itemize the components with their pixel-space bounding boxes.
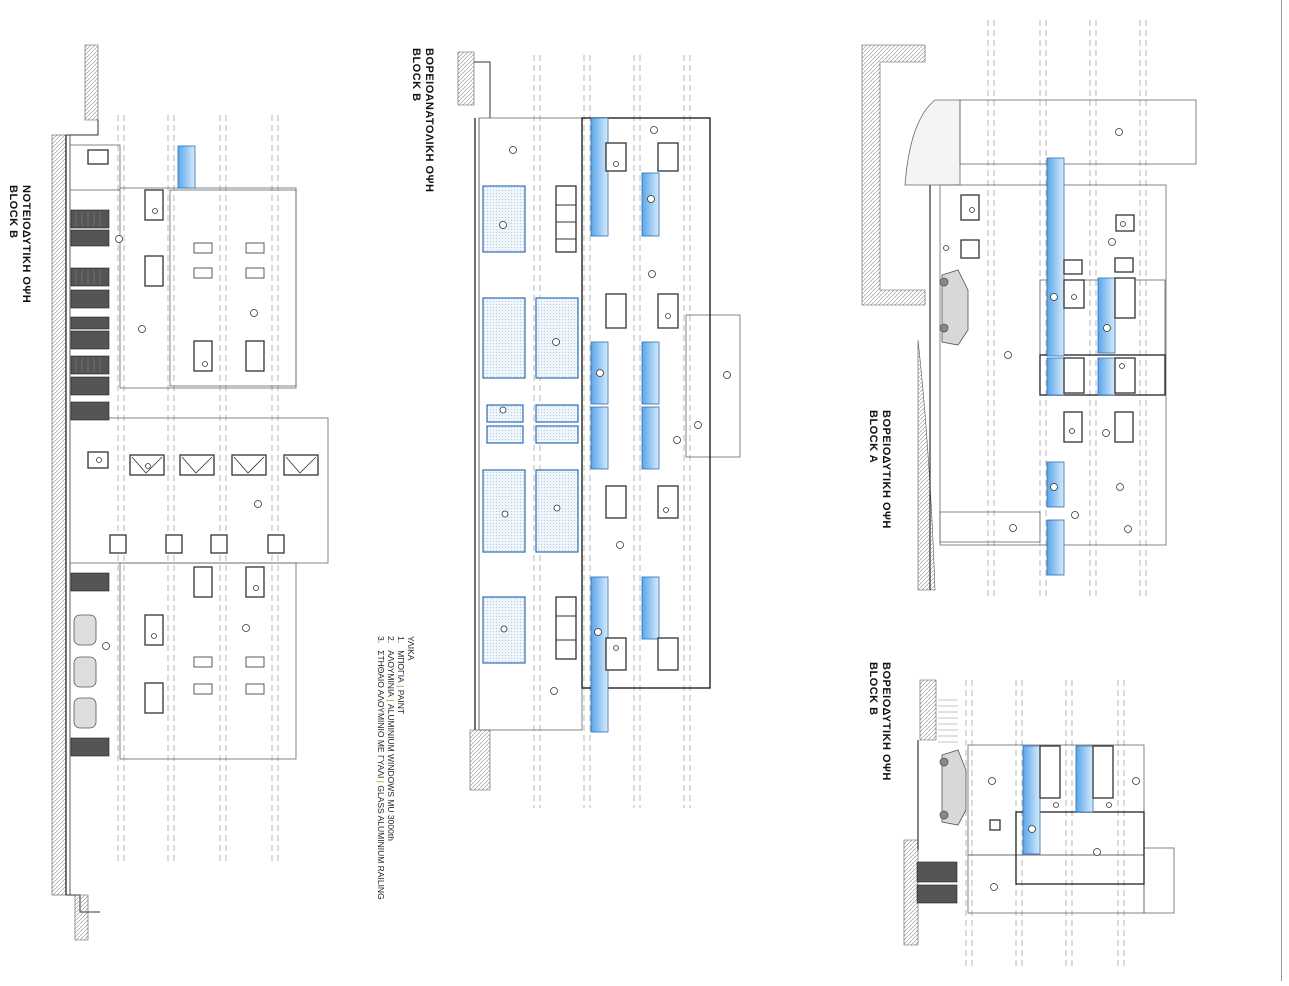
legend-item: 3. ΣΤΗΘΑΙΟ ΑΛΟΥΜΙΝΙΟ ΜΕ ΓΥΑΛΙ | GLASS AL…: [376, 636, 386, 900]
title-line-1: ΝΟΤΕΙΟΔΥΤΙΚΗ ΟΨΗ: [20, 185, 32, 304]
title-block-b-northwest: ΒΟΡΕΙΟΔΥΤΙΚΗ ΟΨΗ BLOCK B: [866, 662, 892, 781]
legend-item: 2. ΑΛΟΥΜΙΝΙΑ | ALUMINIUM WINDOWS MU 3000…: [386, 636, 396, 841]
legend-heading: ΥΛΙΚΑ: [406, 636, 416, 661]
title-line-1: ΒΟΡΕΙΟΑΝΑΤΟΛΙΚΗ ΟΨΗ: [423, 48, 435, 193]
materials-legend: ΥΛΙΚΑ 1. ΜΠΟΓΙΑ | PAINT 2. ΑΛΟΥΜΙΝΙΑ | A…: [376, 636, 416, 900]
title-line-2: BLOCK B: [867, 662, 879, 716]
sheet-border: [1281, 0, 1282, 981]
elevation-block-b-northwest: [903, 679, 1175, 968]
title-line-1: ΒΟΡΕΙΟΔΥΤΙΚΗ ΟΨΗ: [880, 662, 892, 781]
title-block-a-northwest: ΒΟΡΕΙΟΔΥΤΙΚΗ ΟΨΗ BLOCK A: [866, 410, 892, 529]
title-line-1: ΒΟΡΕΙΟΔΥΤΙΚΗ ΟΨΗ: [880, 410, 892, 529]
elevation-block-b-southwest: [51, 44, 329, 941]
title-line-2: BLOCK B: [410, 48, 422, 102]
elevation-block-a-northwest: [861, 20, 1197, 600]
title-block-b-southwest: ΝΟΤΕΙΟΔΥΤΙΚΗ ΟΨΗ BLOCK B: [6, 185, 32, 303]
title-block-b-northeast: ΒΟΡΕΙΟΑΝΑΤΟΛΙΚΗ ΟΨΗ BLOCK B: [409, 48, 435, 192]
elevation-block-b-northeast: [457, 51, 741, 808]
title-line-2: BLOCK A: [867, 410, 879, 464]
legend-item: 1. ΜΠΟΓΙΑ | PAINT: [396, 636, 406, 715]
title-line-2: BLOCK B: [7, 185, 19, 239]
terrain-strip: [51, 134, 67, 896]
